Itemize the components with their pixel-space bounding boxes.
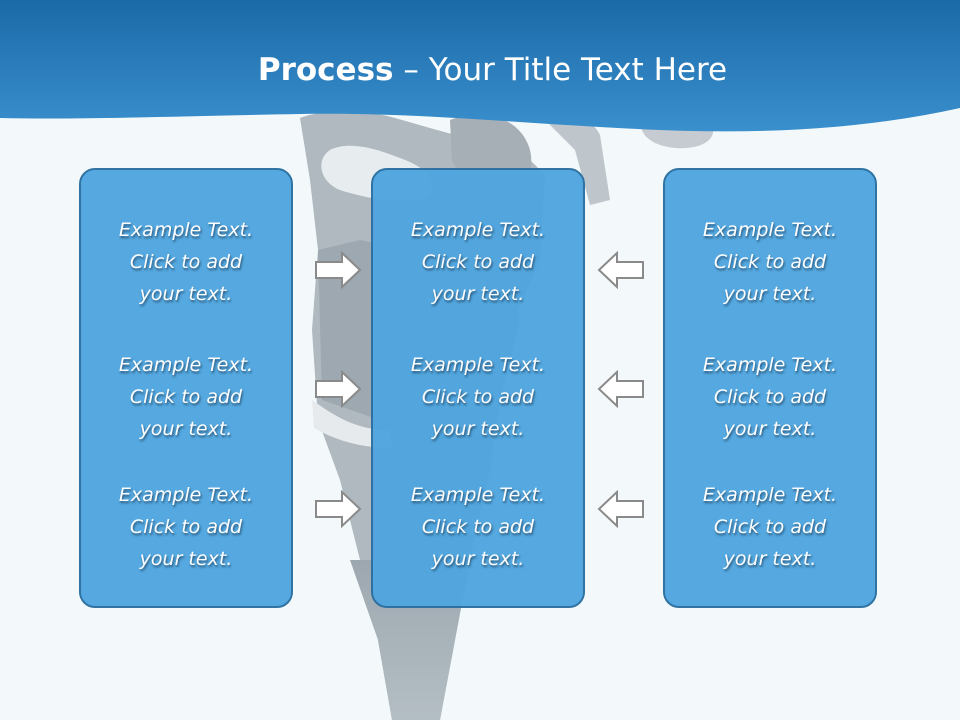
text-placeholder[interactable]: Example Text. Click to add your text. bbox=[373, 214, 583, 310]
slide-title: Process – Your Title Text Here bbox=[0, 52, 960, 88]
right-process-box[interactable]: Example Text. Click to add your text. Ex… bbox=[663, 168, 877, 608]
text-line: Click to add bbox=[713, 516, 827, 538]
center-process-box[interactable]: Example Text. Click to add your text. Ex… bbox=[371, 168, 585, 608]
text-placeholder[interactable]: Example Text. Click to add your text. bbox=[81, 479, 291, 575]
right-arrow-icon[interactable] bbox=[314, 251, 362, 289]
text-line: Click to add bbox=[421, 516, 535, 538]
text-line: your text. bbox=[431, 548, 525, 570]
right-arrow-icon[interactable] bbox=[314, 490, 362, 528]
text-placeholder[interactable]: Example Text. Click to add your text. bbox=[665, 349, 875, 445]
text-line: your text. bbox=[431, 283, 525, 305]
text-placeholder[interactable]: Example Text. Click to add your text. bbox=[81, 349, 291, 445]
text-line: Example Text. bbox=[702, 219, 838, 241]
text-line: Example Text. bbox=[410, 354, 546, 376]
text-line: your text. bbox=[723, 418, 817, 440]
left-arrow-icon[interactable] bbox=[597, 251, 645, 289]
text-line: Example Text. bbox=[410, 484, 546, 506]
text-line: Click to add bbox=[129, 386, 243, 408]
left-arrow-icon[interactable] bbox=[597, 370, 645, 408]
text-placeholder[interactable]: Example Text. Click to add your text. bbox=[81, 214, 291, 310]
text-placeholder[interactable]: Example Text. Click to add your text. bbox=[373, 479, 583, 575]
text-line: your text. bbox=[431, 418, 525, 440]
text-line: your text. bbox=[139, 283, 233, 305]
text-line: Example Text. bbox=[702, 484, 838, 506]
right-arrow-icon[interactable] bbox=[314, 370, 362, 408]
text-placeholder[interactable]: Example Text. Click to add your text. bbox=[665, 214, 875, 310]
text-line: Example Text. bbox=[118, 484, 254, 506]
text-placeholder[interactable]: Example Text. Click to add your text. bbox=[665, 479, 875, 575]
text-line: Example Text. bbox=[118, 219, 254, 241]
text-line: Click to add bbox=[421, 251, 535, 273]
text-line: your text. bbox=[139, 418, 233, 440]
title-banner bbox=[0, 0, 960, 132]
text-line: Click to add bbox=[129, 516, 243, 538]
title-bold: Process bbox=[257, 52, 394, 88]
text-line: Click to add bbox=[421, 386, 535, 408]
text-line: your text. bbox=[139, 548, 233, 570]
text-line: Example Text. bbox=[702, 354, 838, 376]
text-line: Click to add bbox=[713, 386, 827, 408]
text-line: your text. bbox=[723, 548, 817, 570]
left-arrow-icon[interactable] bbox=[597, 490, 645, 528]
text-line: Example Text. bbox=[118, 354, 254, 376]
text-line: Click to add bbox=[713, 251, 827, 273]
left-process-box[interactable]: Example Text. Click to add your text. Ex… bbox=[79, 168, 293, 608]
text-line: Click to add bbox=[129, 251, 243, 273]
title-rest: – Your Title Text Here bbox=[393, 52, 728, 88]
text-line: Example Text. bbox=[410, 219, 546, 241]
text-line: your text. bbox=[723, 283, 817, 305]
text-placeholder[interactable]: Example Text. Click to add your text. bbox=[373, 349, 583, 445]
